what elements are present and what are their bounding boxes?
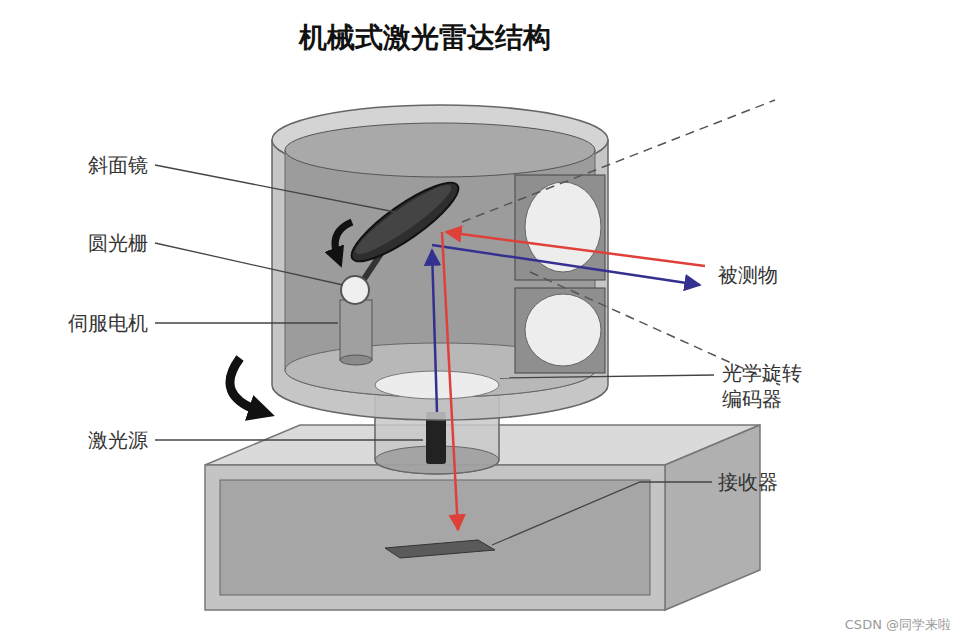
lens <box>525 182 601 272</box>
return-beam <box>442 232 458 530</box>
circular-grating <box>341 276 369 304</box>
base-side <box>665 425 760 610</box>
part-label: 光学旋转 编码器 <box>722 360 812 412</box>
leader-lines <box>155 165 714 545</box>
servo-motor <box>340 300 372 360</box>
part-label: 光学旋转 编码器 <box>722 361 802 411</box>
servo-motor-base <box>340 355 372 365</box>
watermark: CSDN @同学来啦 <box>845 617 951 632</box>
part-label: 激光源 <box>88 428 148 452</box>
part-label: 斜面镜 <box>88 153 148 177</box>
part-label: 接收器 <box>718 469 778 495</box>
part-label: 被测物 <box>718 263 778 287</box>
watermark: CSDN @同学来啦 <box>845 617 951 633</box>
part-label: 被测物 <box>718 262 778 288</box>
slant-mirror <box>343 171 467 272</box>
return-beam <box>446 232 705 266</box>
rotation-arrow <box>230 358 262 412</box>
base-inner <box>220 480 650 595</box>
part-label: 圆光栅 <box>88 230 148 256</box>
part-label: 斜面镜 <box>88 152 148 178</box>
part-label: 伺服电机 <box>68 311 148 335</box>
field-line <box>462 100 775 222</box>
lens <box>525 294 601 366</box>
rotation-arrow <box>335 222 352 258</box>
emitted-beam <box>432 245 700 285</box>
part-label: 接收器 <box>718 470 778 494</box>
base-front <box>205 465 665 610</box>
part-label: 激光源 <box>88 427 148 453</box>
emitted-beam <box>432 250 437 412</box>
part-label: 圆光栅 <box>88 231 148 255</box>
window <box>515 288 605 373</box>
receiver-plate <box>385 540 495 558</box>
housing-inner-top <box>285 123 595 177</box>
part-label: 伺服电机 <box>68 310 148 336</box>
diagram-title: 机械式激光雷达结构 <box>0 20 850 56</box>
